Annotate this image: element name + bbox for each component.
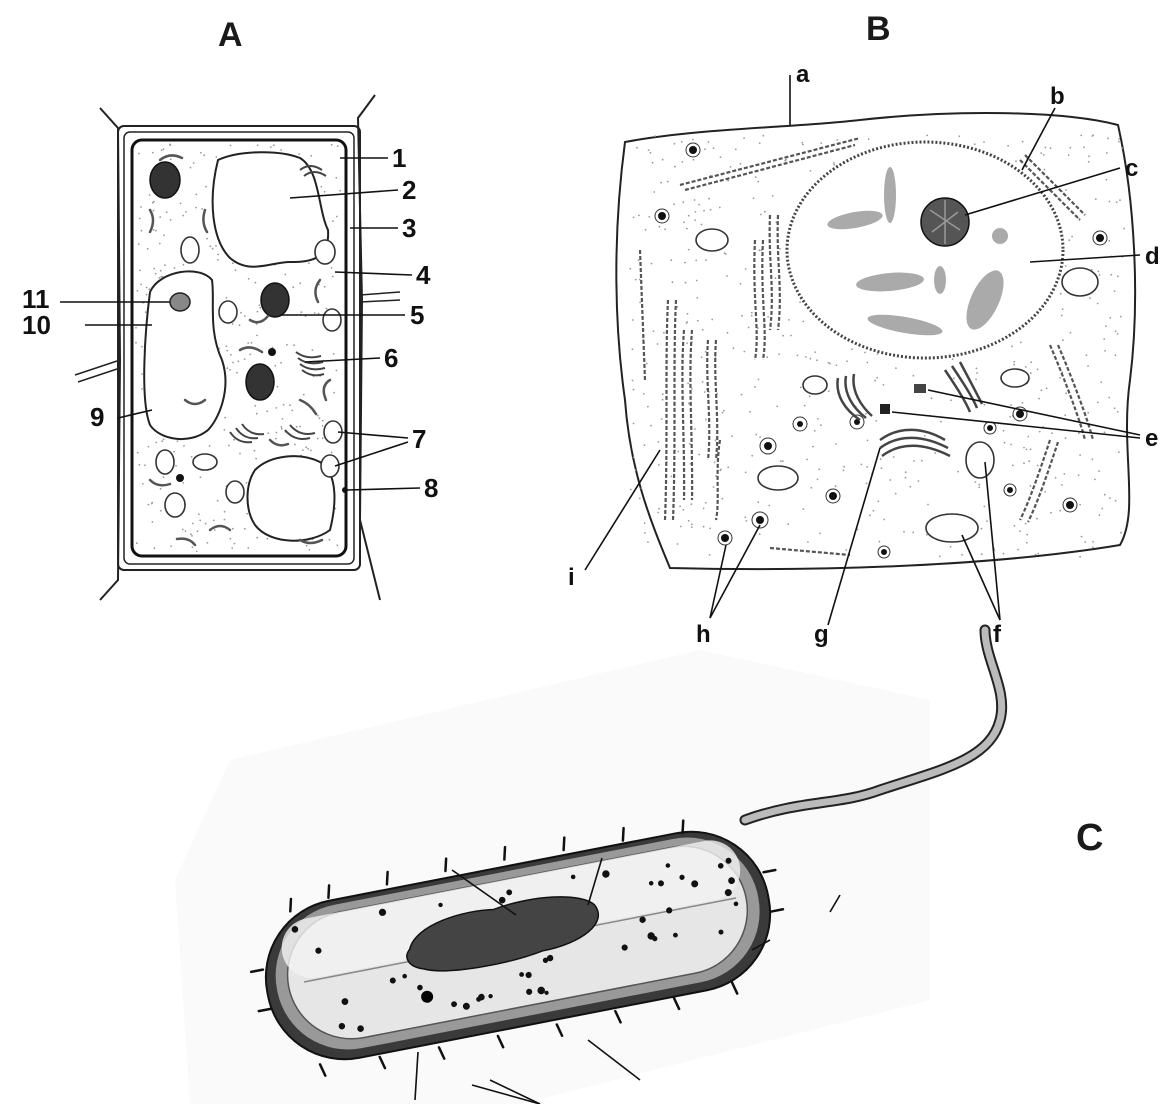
label-7: 7: [412, 424, 426, 454]
label-f: f: [993, 621, 1002, 648]
label-d: d: [1145, 243, 1160, 270]
mitochondrion: [966, 442, 994, 478]
mitochondrion: [226, 481, 244, 503]
panel-a-title: A: [218, 16, 243, 54]
mitochondrion: [1001, 369, 1029, 387]
mitochondrion: [696, 229, 728, 251]
small-organelle: [176, 474, 184, 482]
label-11: 11: [22, 284, 50, 314]
mitochondrion: [165, 493, 185, 517]
label-2: 2: [402, 175, 416, 205]
mitochondrion: [1062, 268, 1098, 296]
label-a: a: [796, 61, 810, 88]
panel-b-title: B: [866, 10, 891, 48]
label-5: 5: [410, 300, 424, 330]
mitochondrion: [315, 240, 335, 264]
upper-vacuole: [213, 152, 328, 267]
panel-c-bacterium: C: [175, 627, 1103, 1104]
panel-b-animal-cell: B: [568, 10, 1160, 648]
mitochondrion: [181, 237, 199, 263]
label-10: 10: [22, 310, 51, 340]
mitochondrion: [156, 450, 174, 474]
mitochondrion: [803, 376, 827, 394]
mitochondrion: [219, 301, 237, 323]
mitochondrion: [193, 454, 217, 470]
label-3: 3: [402, 213, 416, 243]
chloroplast: [246, 364, 274, 400]
mitochondrion: [758, 466, 798, 490]
label-9: 9: [90, 402, 104, 432]
mitochondrion: [323, 309, 341, 331]
panel-a-plant-cell: A: [22, 16, 438, 600]
panel-c-title: C: [1076, 817, 1103, 859]
label-8: 8: [424, 473, 438, 503]
label-1: 1: [392, 143, 406, 173]
label-c: c: [1125, 155, 1138, 182]
small-organelle: [268, 348, 276, 356]
label-g: g: [814, 621, 829, 648]
nucleolus: [170, 293, 190, 311]
mitochondrion: [926, 514, 978, 542]
chloroplast: [261, 283, 289, 317]
label-e: e: [1145, 425, 1158, 452]
label-6: 6: [384, 343, 398, 373]
label-b: b: [1050, 83, 1065, 110]
label-i: i: [568, 564, 575, 591]
chloroplast: [150, 162, 180, 198]
label-4: 4: [416, 260, 431, 290]
label-h: h: [696, 621, 711, 648]
